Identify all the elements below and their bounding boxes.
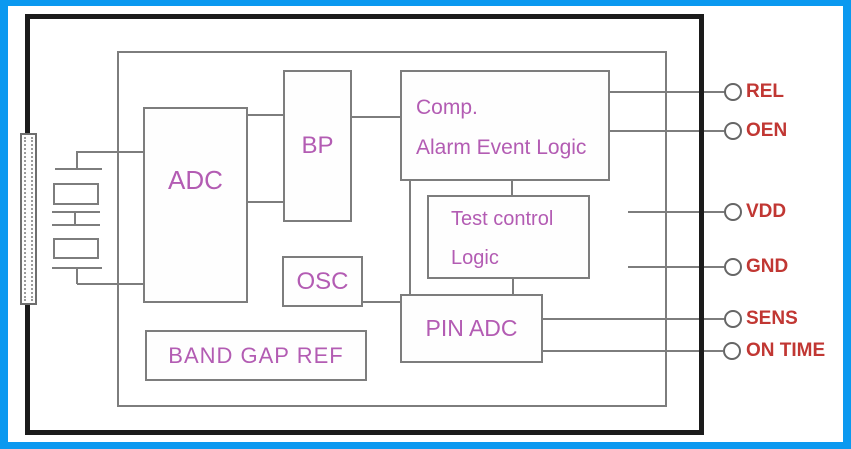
block-band-gap-ref: BAND GAP REF xyxy=(145,330,367,381)
block-osc-label: OSC xyxy=(296,267,349,295)
block-pinadc-label: PIN ADC xyxy=(425,315,518,341)
pin-label-oen: OEN xyxy=(746,120,788,141)
pin-label-on-time: ON TIME xyxy=(746,340,826,361)
block-test-label-line1: Test control xyxy=(451,208,554,230)
wire-sensor-top-stub xyxy=(76,151,78,169)
pin-circle-oen xyxy=(724,122,742,140)
wire-sensor-bottom-stub xyxy=(76,267,78,284)
block-test-label-line2: Logic xyxy=(451,247,499,269)
sensor-hatch-pattern xyxy=(24,137,33,301)
wire-osc-to-pinadc xyxy=(363,301,400,303)
block-test-control-logic: Test control Logic xyxy=(427,195,590,279)
wire-adc-to-bp-lower xyxy=(248,201,283,203)
pin-label-rel: REL xyxy=(746,81,784,102)
wire-gnd-pin xyxy=(628,266,724,268)
wire-pinadc-to-ontime-pin xyxy=(543,350,723,352)
pin-label-gnd: GND xyxy=(746,256,789,277)
wire-pinadc-to-sens-pin xyxy=(543,318,724,320)
block-adc-label: ADC xyxy=(168,165,223,195)
wire-comp-to-test xyxy=(511,181,513,195)
block-bp: BP xyxy=(283,70,352,222)
wire-comp-to-rel-pin xyxy=(610,91,726,93)
wire-crystal-mid-stub xyxy=(74,211,76,225)
pin-circle-gnd xyxy=(724,258,742,276)
wire-comp-to-oen-pin xyxy=(610,130,724,132)
crystal-plate-mid-1 xyxy=(52,211,100,213)
pin-label-sens: SENS xyxy=(746,308,798,329)
crystal-plate-top xyxy=(55,168,102,170)
sensor-crystal-2 xyxy=(53,238,99,259)
pin-label-vdd: VDD xyxy=(746,201,787,222)
wire-sensor-to-adc-bottom xyxy=(77,283,143,285)
pin-circle-rel xyxy=(724,83,742,101)
block-comp-label-line2: Alarm Event Logic xyxy=(416,136,587,159)
wire-sensor-to-adc-top xyxy=(77,151,143,153)
wire-bp-to-comp xyxy=(351,116,400,118)
pin-circle-sens xyxy=(724,310,742,328)
wire-vdd-pin xyxy=(628,211,724,213)
sensor-element xyxy=(20,133,37,305)
chip-boundary xyxy=(25,14,704,435)
block-osc: OSC xyxy=(282,256,363,307)
block-comp-alarm-event-logic: Comp. Alarm Event Logic xyxy=(400,70,610,181)
wire-comp-to-pinadc xyxy=(409,181,411,294)
wire-adc-to-bp-upper xyxy=(248,114,283,116)
block-adc: ADC xyxy=(143,107,248,303)
block-bgr-label: BAND GAP REF xyxy=(168,342,344,368)
block-pin-adc: PIN ADC xyxy=(400,294,543,363)
block-comp-label-line1: Comp. xyxy=(416,96,478,119)
crystal-plate-mid-2 xyxy=(52,224,100,226)
block-bp-label: BP xyxy=(301,132,334,159)
pin-circle-vdd xyxy=(724,203,742,221)
wire-test-to-pinadc xyxy=(512,279,514,294)
pin-circle-on-time xyxy=(723,342,741,360)
ic-internal-boundary xyxy=(117,51,667,407)
sensor-crystal-1 xyxy=(53,183,99,205)
